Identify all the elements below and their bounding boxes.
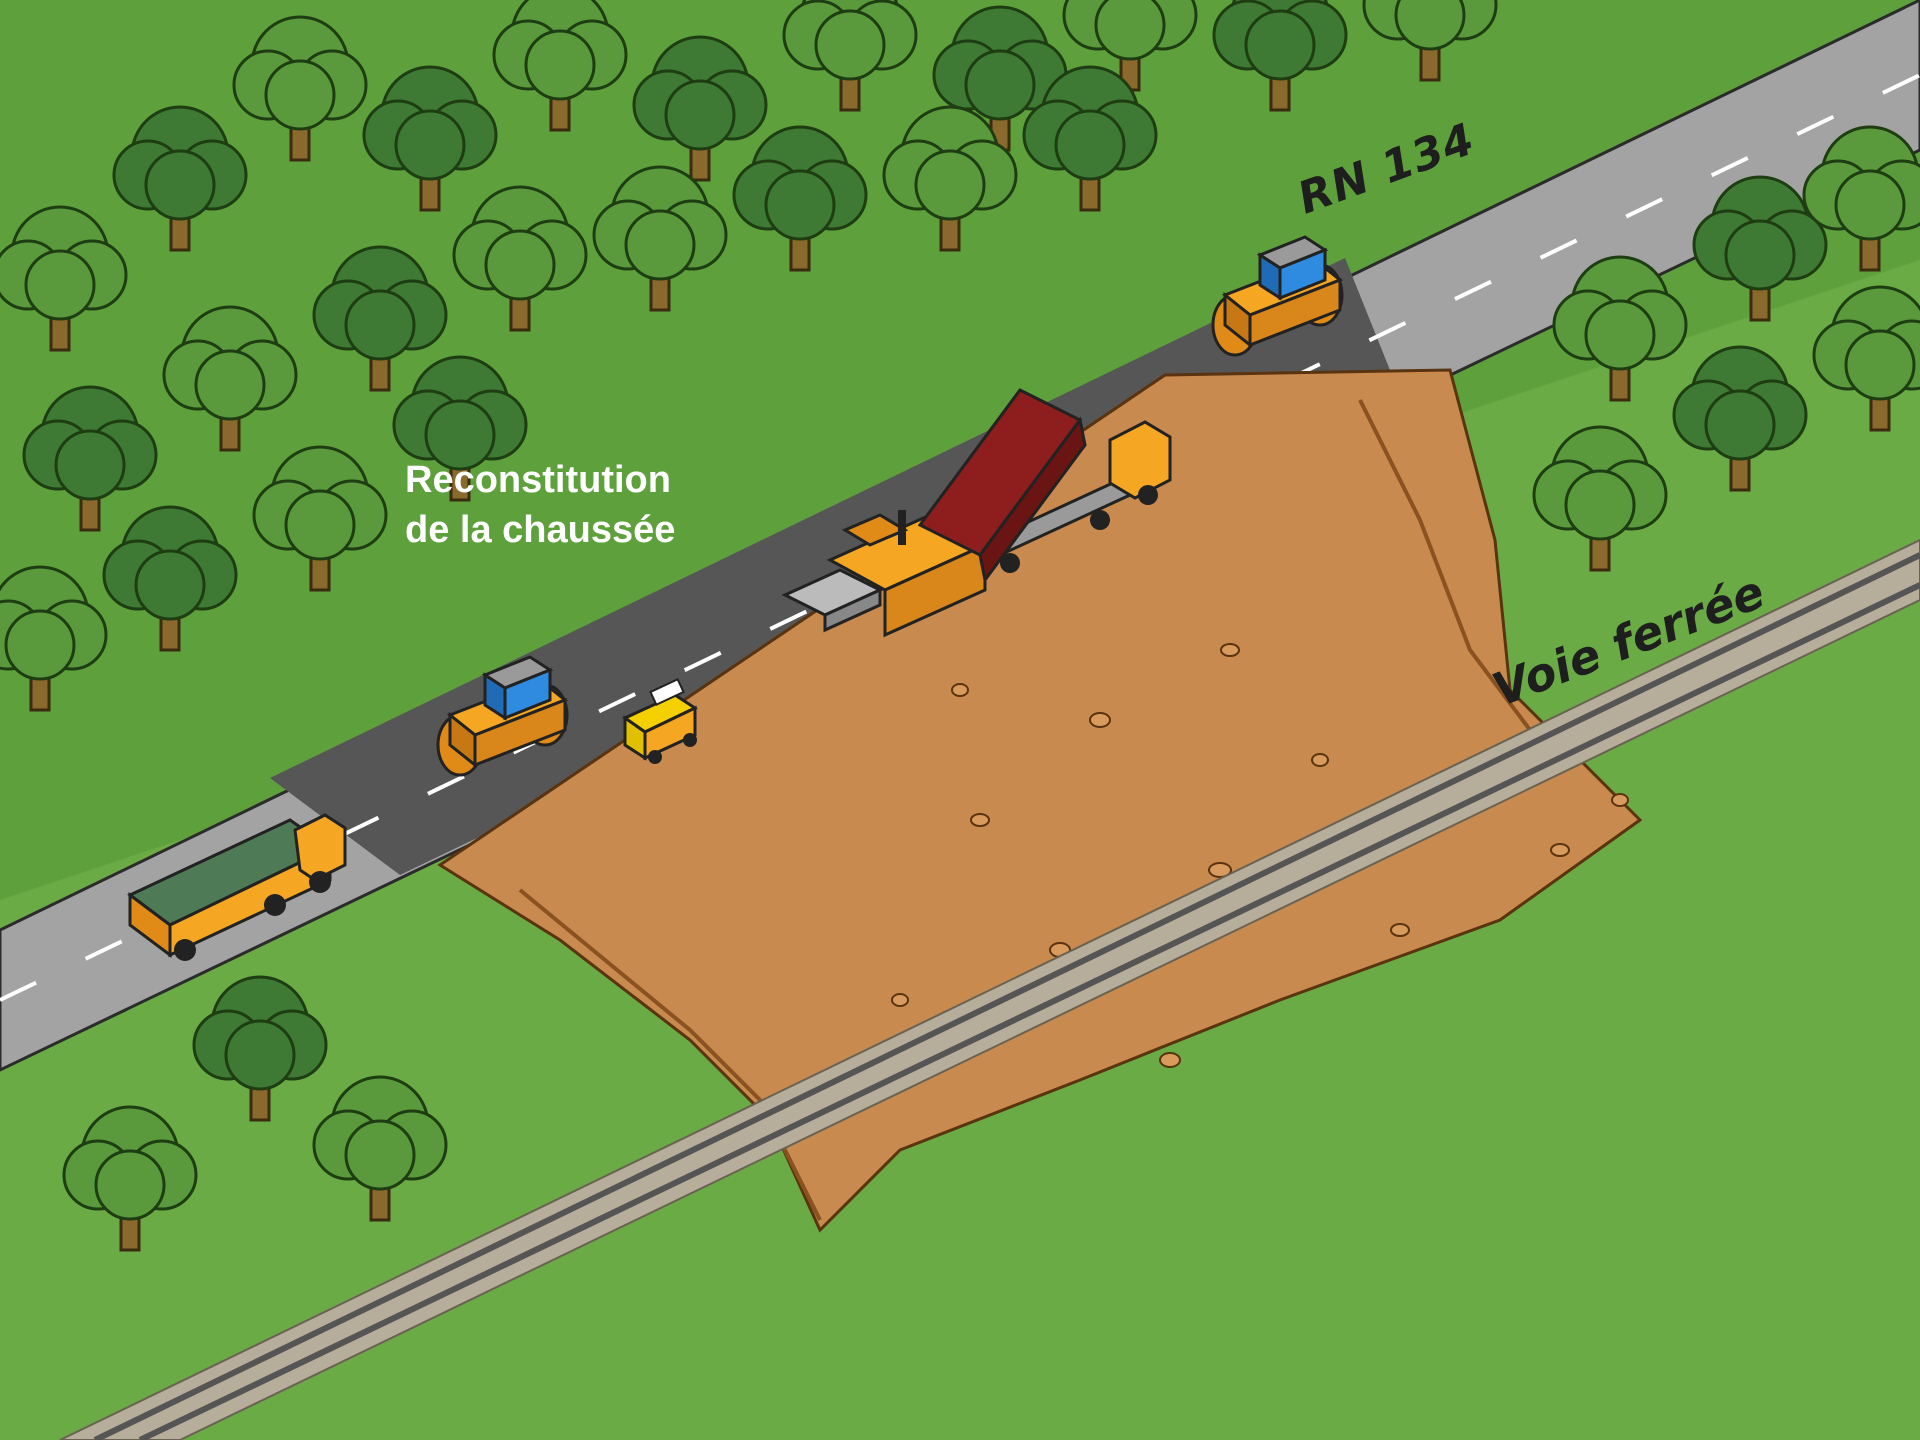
works-label-line-1: Reconstitution (405, 459, 671, 501)
landslide (437, 368, 1643, 1233)
tarp-truck-icon (127, 813, 347, 961)
works-label: Reconstitution de la chaussée (405, 455, 675, 555)
works-label-line-2: de la chaussée (405, 509, 676, 551)
dump-truck-icon (917, 388, 1172, 584)
railway-track (59, 538, 1920, 1440)
signal-vehicle-icon (621, 677, 699, 764)
